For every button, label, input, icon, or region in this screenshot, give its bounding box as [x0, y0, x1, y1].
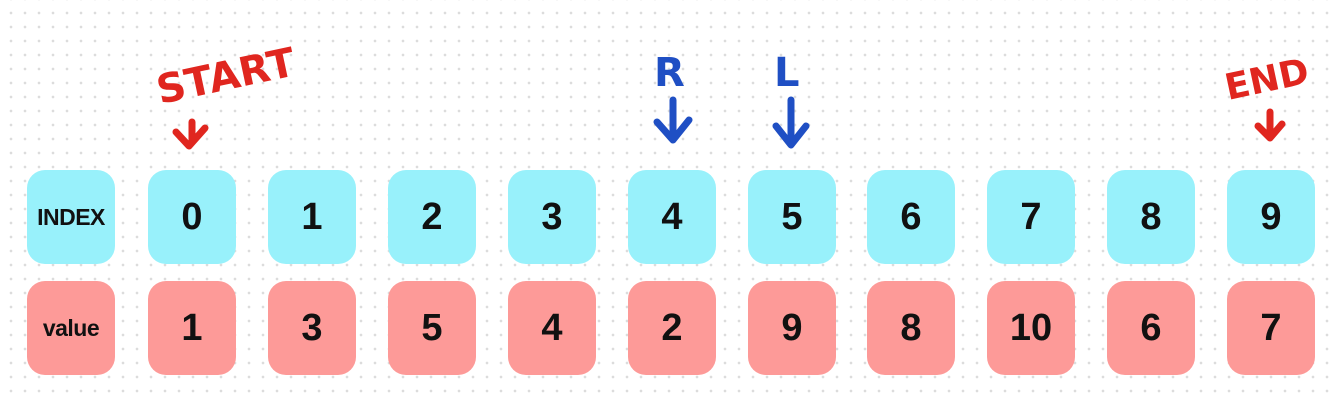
value-row-header: value	[27, 281, 115, 375]
value-cell-2: 5	[388, 281, 476, 375]
r-pointer-label: R	[654, 50, 685, 96]
index-cell-3: 3	[508, 170, 596, 264]
l-pointer-arrow-icon	[772, 96, 810, 149]
index-cell-6: 6	[867, 170, 955, 264]
start-arrow-icon	[172, 118, 209, 150]
value-cell-6: 8	[867, 281, 955, 375]
start-label: START	[153, 39, 300, 113]
value-cell-1: 3	[268, 281, 356, 375]
value-cell-0: 1	[148, 281, 236, 375]
annotation-layer: START R L END	[153, 39, 1313, 150]
r-pointer-arrow-icon	[653, 96, 693, 144]
index-cell-4: 4	[628, 170, 716, 264]
index-row-header: INDEX	[27, 170, 115, 264]
value-cell-4: 2	[628, 281, 716, 375]
value-cell-7: 10	[987, 281, 1075, 375]
index-cell-9: 9	[1227, 170, 1315, 264]
index-cell-5: 5	[748, 170, 836, 264]
value-cell-8: 6	[1107, 281, 1195, 375]
end-arrow-icon	[1254, 108, 1286, 142]
index-cell-2: 2	[388, 170, 476, 264]
index-cell-1: 1	[268, 170, 356, 264]
l-pointer-label: L	[774, 50, 800, 96]
value-cell-9: 7	[1227, 281, 1315, 375]
value-cell-5: 9	[748, 281, 836, 375]
index-cell-7: 7	[987, 170, 1075, 264]
index-cell-8: 8	[1107, 170, 1195, 264]
index-cell-0: 0	[148, 170, 236, 264]
value-cell-3: 4	[508, 281, 596, 375]
end-label: END	[1221, 51, 1312, 109]
